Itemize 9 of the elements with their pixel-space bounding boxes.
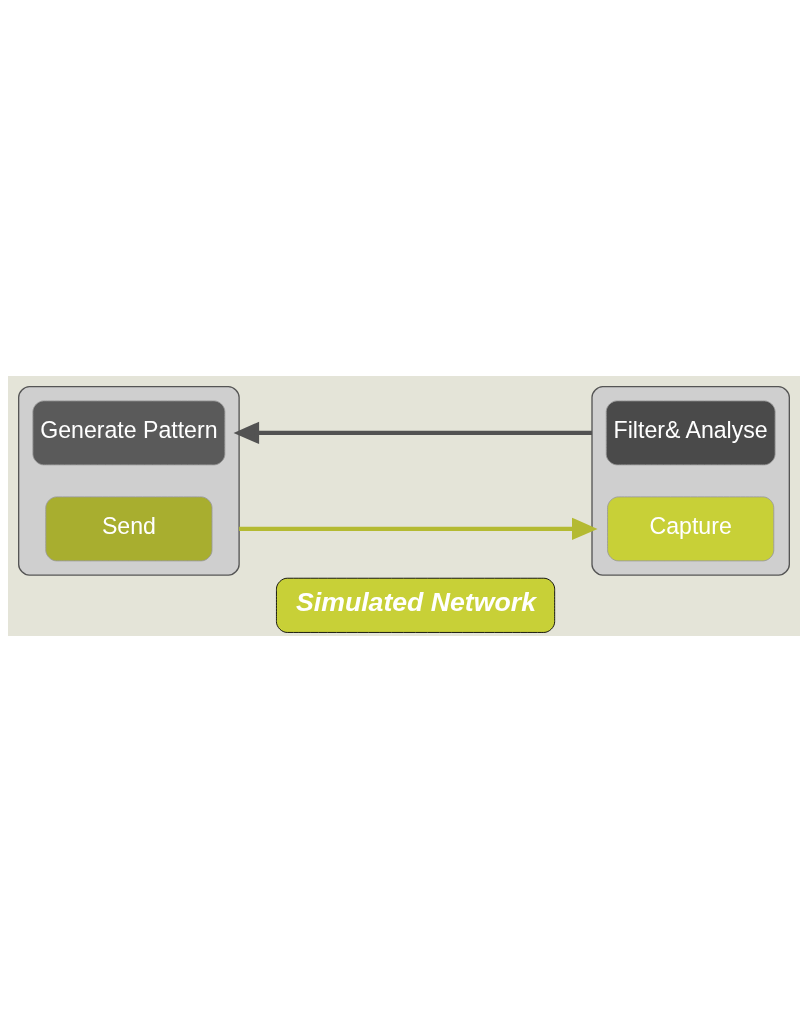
- arrow: [233, 421, 592, 444]
- node-box: Simulated Network: [276, 577, 556, 633]
- cluster: [591, 385, 790, 576]
- node-box: Generate Pattern: [32, 399, 226, 465]
- arrow: [239, 517, 598, 540]
- node-box: Capture: [607, 495, 775, 561]
- node-box: Send: [45, 495, 213, 561]
- cluster: [18, 385, 240, 576]
- node-box: Filter& Analyse: [605, 399, 776, 465]
